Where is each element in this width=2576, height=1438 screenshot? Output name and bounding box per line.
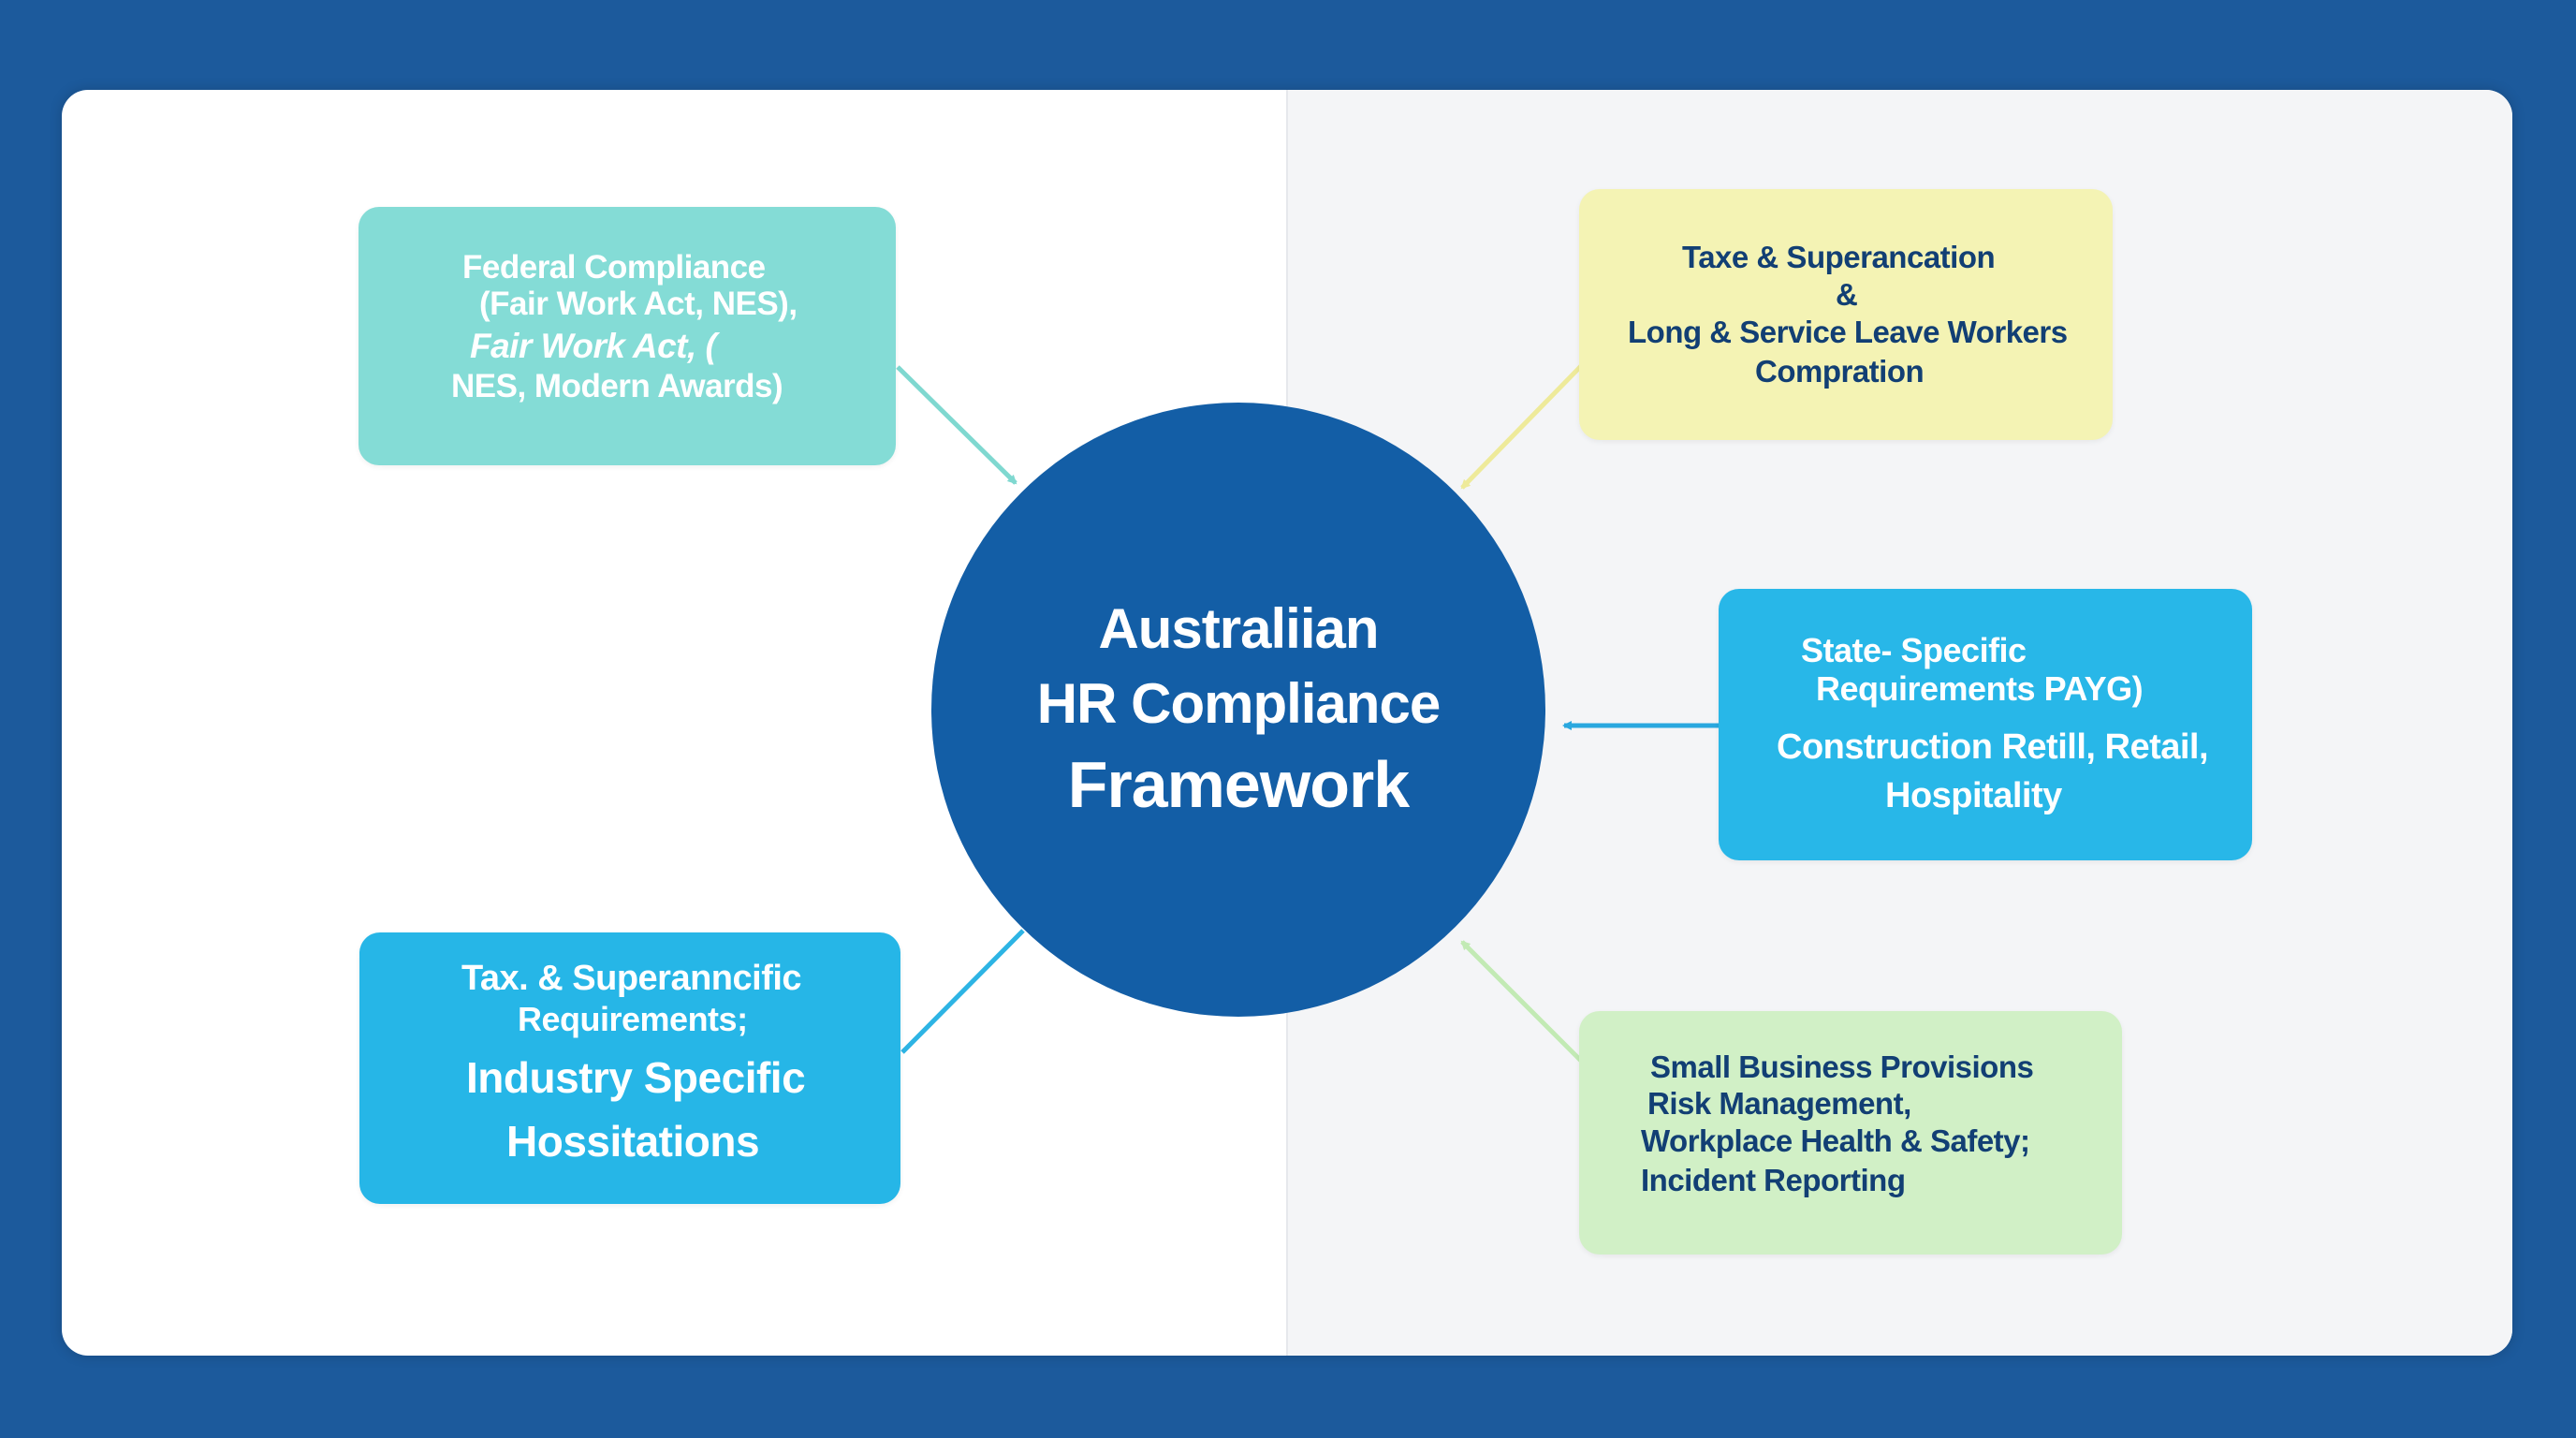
central-hub-circle: Australiian HR Compliance Framework bbox=[931, 403, 1545, 1017]
industry-line-1: Tax. & Superanncific bbox=[461, 959, 802, 998]
small-business-line-2: Risk Management, bbox=[1647, 1086, 1911, 1121]
industry-specific-box: Tax. & Superanncific Requirements; Indus… bbox=[359, 932, 900, 1204]
federal-compliance-box: Federal Compliance (Fair Work Act, NES),… bbox=[359, 207, 896, 465]
connector-small-business bbox=[1460, 940, 1583, 1063]
federal-line-3: Fair Work Act, ( bbox=[470, 327, 717, 365]
federal-line-2: (Fair Work Act, NES), bbox=[479, 286, 798, 322]
state-specific-box: State- Specific Requirements PAYG) Const… bbox=[1719, 589, 2252, 860]
federal-line-4: NES, Modern Awards) bbox=[451, 368, 783, 404]
connector-tax-super bbox=[1460, 364, 1583, 490]
tax-super-line-4: Compration bbox=[1755, 354, 1925, 389]
small-business-line-4: Incident Reporting bbox=[1641, 1163, 1906, 1197]
state-line-1: State- Specific bbox=[1801, 631, 2027, 669]
industry-line-3: Industry Specific bbox=[466, 1053, 806, 1102]
industry-line-2: Requirements; bbox=[518, 1000, 748, 1038]
state-line-2: Requirements PAYG) bbox=[1816, 669, 2144, 708]
connector-layer bbox=[896, 364, 1719, 1063]
small-business-box: Small Business Provisions Risk Managemen… bbox=[1579, 1011, 2122, 1255]
connector-industry bbox=[900, 929, 1025, 1054]
tax-super-line-1: Taxe & Superancation bbox=[1682, 240, 1996, 274]
hub-title-line-1: Australiian bbox=[1098, 597, 1379, 660]
industry-line-4: Hossitations bbox=[506, 1117, 760, 1166]
state-line-3: Construction Retill, Retail, bbox=[1777, 727, 2209, 767]
hub-title-line-2: HR Compliance bbox=[1036, 672, 1441, 735]
tax-super-line-2: & bbox=[1836, 277, 1858, 312]
federal-line-1: Federal Compliance bbox=[462, 249, 766, 286]
small-business-line-3: Workplace Health & Safety; bbox=[1641, 1123, 2030, 1158]
state-line-4: Hospitality bbox=[1885, 776, 2062, 815]
connector-federal bbox=[896, 365, 1017, 485]
hub-title-line-3: Framework bbox=[1067, 748, 1410, 821]
diagram-card: Federal Compliance (Fair Work Act, NES),… bbox=[62, 90, 2512, 1356]
tax-super-box: Taxe & Superancation & Long & Service Le… bbox=[1579, 189, 2113, 440]
tax-super-line-3: Long & Service Leave Workers bbox=[1628, 315, 2068, 349]
small-business-line-1: Small Business Provisions bbox=[1650, 1049, 2034, 1084]
